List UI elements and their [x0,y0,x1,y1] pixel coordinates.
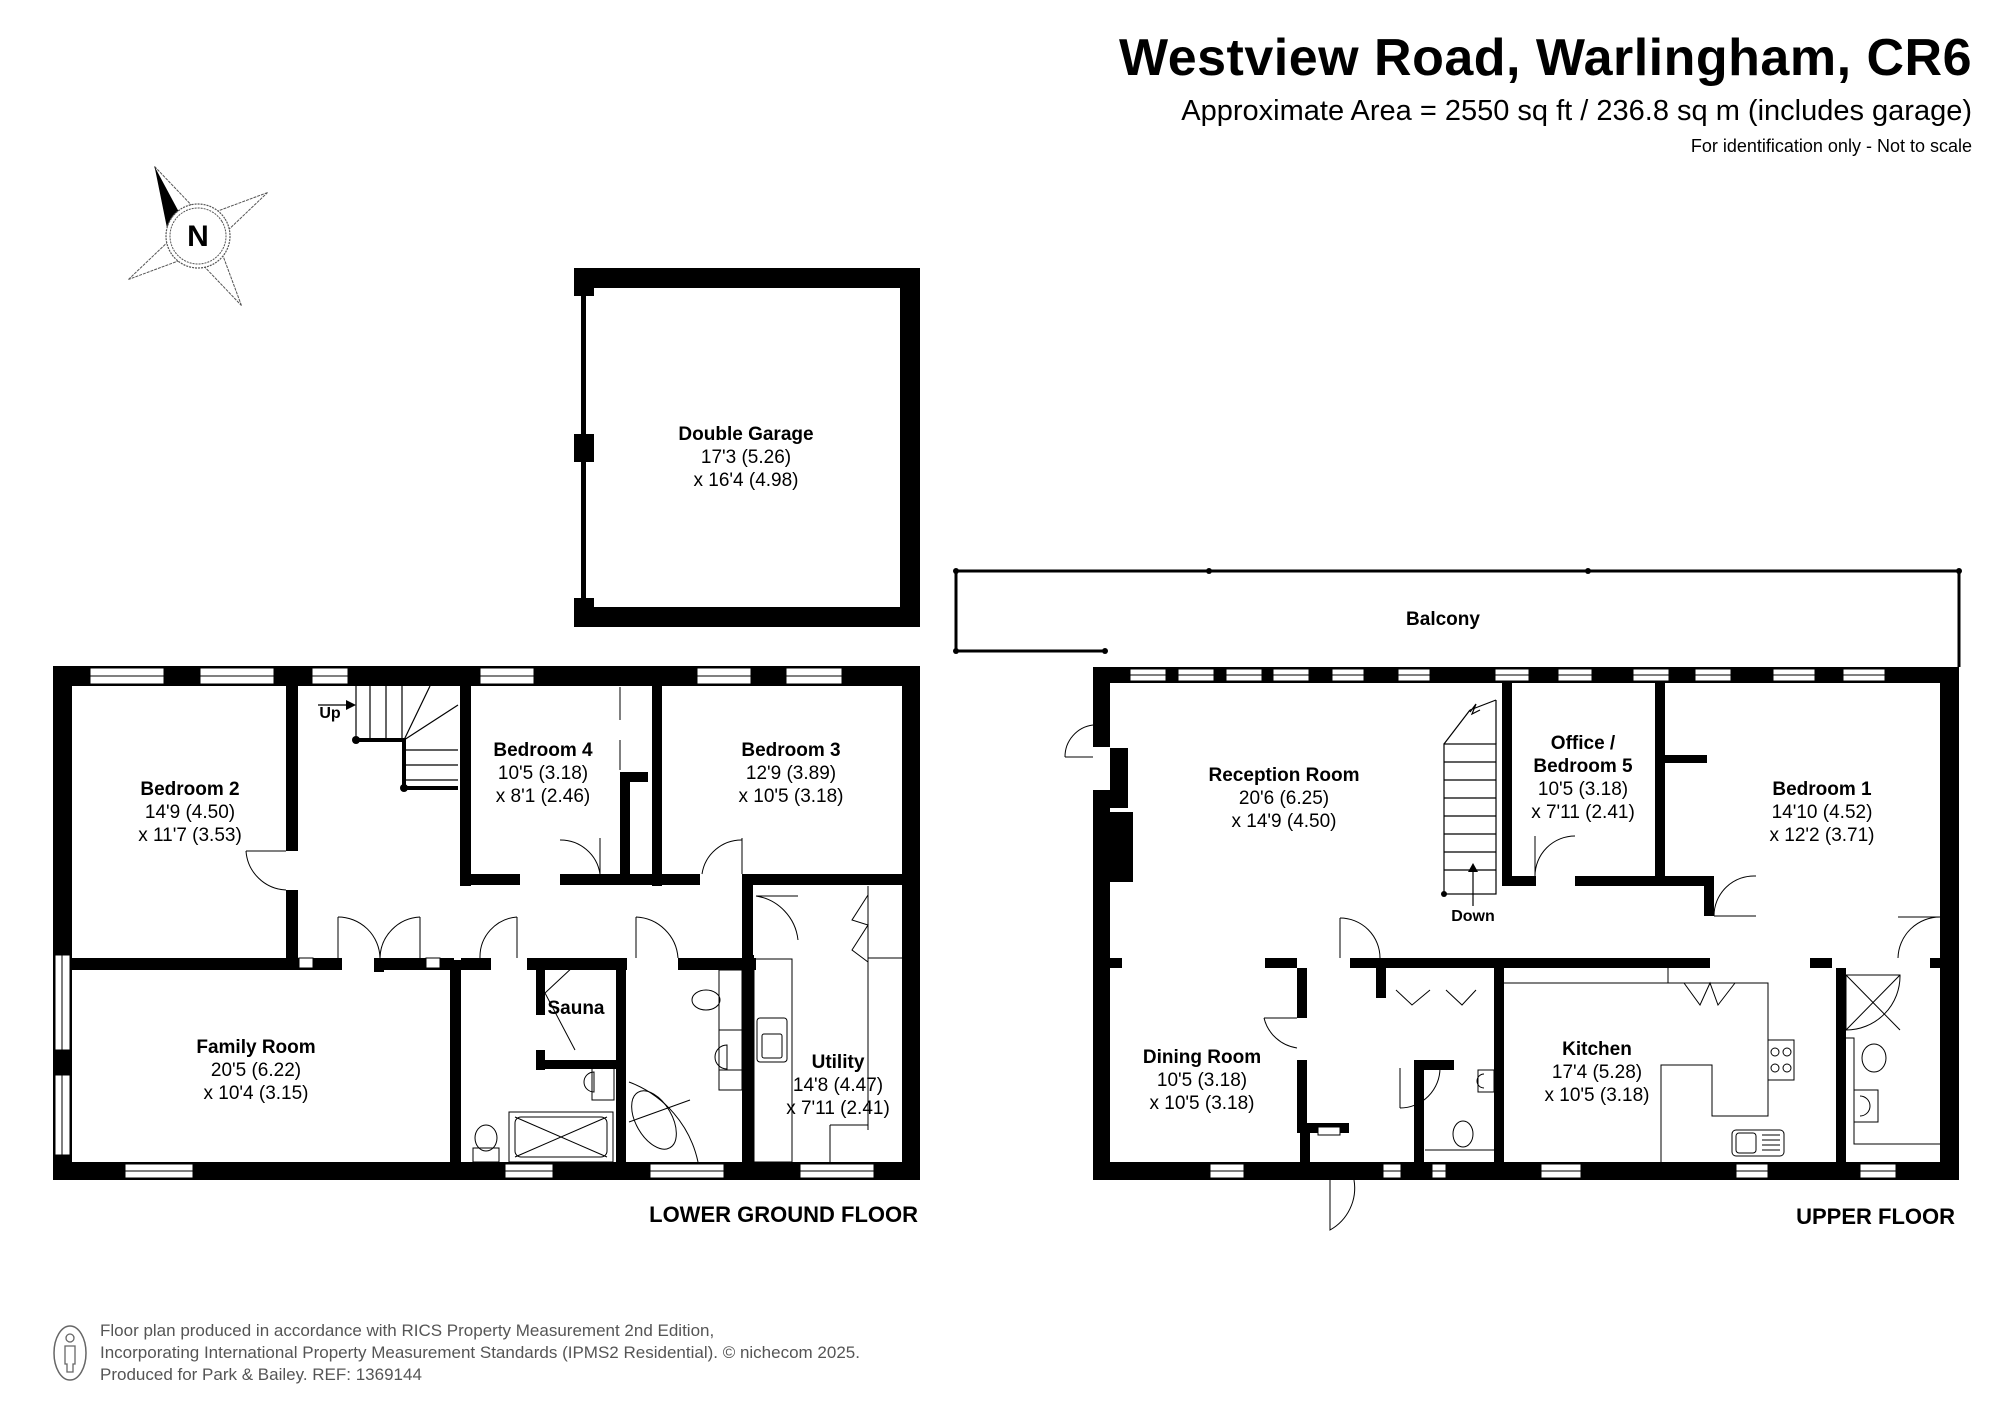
lower-floor-label: LOWER GROUND FLOOR [649,1202,918,1227]
svg-text:Sauna: Sauna [547,998,604,1019]
footer-notes: Floor plan produced in accordance with R… [100,1320,860,1386]
svg-text:Utility: Utility [812,1052,865,1073]
compass-north-icon: N [128,166,268,306]
svg-text:Bedroom 1: Bedroom 1 [1772,779,1872,800]
svg-text:17'4 (5.28): 17'4 (5.28) [1552,1062,1642,1083]
svg-text:12'9 (3.89): 12'9 (3.89) [746,763,836,784]
person-info-icon [53,1325,87,1381]
footer-line-1: Floor plan produced in accordance with R… [100,1321,715,1340]
svg-text:17'3 (5.26): 17'3 (5.26) [701,447,791,468]
svg-text:10'5 (3.18): 10'5 (3.18) [498,763,588,784]
svg-text:Balcony: Balcony [1406,609,1480,630]
footer-line-2: Incorporating International Property Mea… [100,1343,860,1362]
svg-text:20'5 (6.22): 20'5 (6.22) [211,1060,301,1081]
disclaimer: For identification only - Not to scale [1690,136,1972,156]
svg-text:x 7'11 (2.41): x 7'11 (2.41) [786,1098,890,1119]
approximate-area: Approximate Area = 2550 sq ft / 236.8 sq… [1181,95,1972,127]
svg-text:x 16'4 (4.98): x 16'4 (4.98) [693,470,798,491]
svg-text:Kitchen: Kitchen [1562,1039,1632,1060]
svg-text:x 7'11 (2.41): x 7'11 (2.41) [1531,802,1635,823]
upper-floor: Balcony [953,568,1962,1231]
svg-text:Family Room: Family Room [196,1037,315,1058]
garage: Double Garage 17'3 (5.26) x 16'4 (4.98) [574,268,920,627]
svg-text:Double Garage: Double Garage [678,424,813,445]
svg-text:Dining Room: Dining Room [1143,1047,1261,1068]
svg-text:x 10'5 (3.18): x 10'5 (3.18) [1149,1093,1254,1114]
svg-text:x 8'1 (2.46): x 8'1 (2.46) [496,786,590,807]
svg-text:x 14'9 (4.50): x 14'9 (4.50) [1231,811,1336,832]
svg-text:14'8 (4.47): 14'8 (4.47) [793,1075,883,1096]
footer-line-3: Produced for Park & Bailey. REF: 1369144 [100,1365,422,1384]
svg-text:Reception Room: Reception Room [1209,765,1360,786]
svg-text:10'5 (3.18): 10'5 (3.18) [1538,779,1628,800]
svg-text:x 10'5 (3.18): x 10'5 (3.18) [1544,1085,1649,1106]
svg-text:10'5 (3.18): 10'5 (3.18) [1157,1070,1247,1091]
svg-text:14'9 (4.50): 14'9 (4.50) [145,802,235,823]
svg-text:Bedroom 5: Bedroom 5 [1533,756,1633,777]
svg-text:Office /: Office / [1551,733,1616,754]
svg-text:x 11'7 (3.53): x 11'7 (3.53) [138,825,242,846]
svg-text:N: N [187,220,209,253]
svg-text:20'6 (6.25): 20'6 (6.25) [1239,788,1329,809]
upper-floor-label: UPPER FLOOR [1796,1204,1955,1229]
svg-text:Down: Down [1451,908,1495,925]
svg-text:Bedroom 2: Bedroom 2 [140,779,239,800]
property-title: Westview Road, Warlingham, CR6 [1119,29,1972,87]
svg-text:x 10'4 (3.15): x 10'4 (3.15) [203,1083,308,1104]
svg-text:Bedroom 4: Bedroom 4 [493,740,593,761]
svg-text:x 12'2 (3.71): x 12'2 (3.71) [1769,825,1874,846]
svg-text:x 10'5 (3.18): x 10'5 (3.18) [738,786,843,807]
svg-text:Up: Up [319,705,341,722]
svg-text:Bedroom 3: Bedroom 3 [741,740,840,761]
lower-ground-floor: Bedroom 2 14'9 (4.50) x 11'7 (3.53) Up B… [53,666,920,1227]
svg-text:14'10 (4.52): 14'10 (4.52) [1772,802,1873,823]
